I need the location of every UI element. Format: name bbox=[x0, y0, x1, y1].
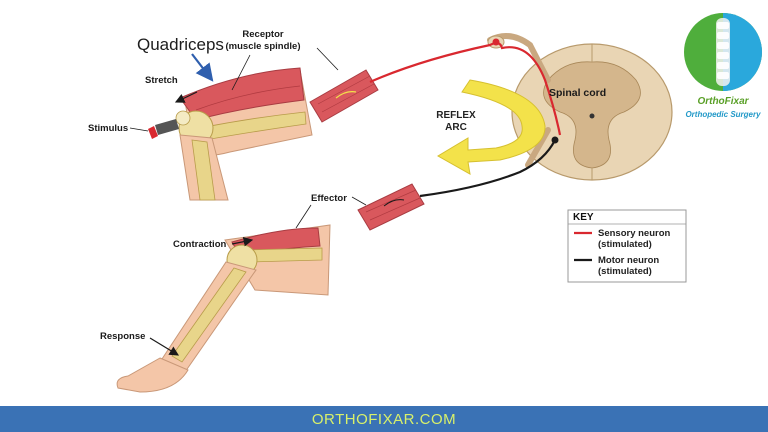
effector-label: Effector bbox=[311, 193, 347, 204]
reflex-arc-arrow bbox=[437, 79, 546, 175]
quadriceps-pointer-arrow bbox=[191, 53, 214, 82]
quadriceps-muscle bbox=[179, 67, 305, 121]
spinal-cord-label: Spinal cord bbox=[549, 87, 606, 99]
footer-website-link[interactable]: ORTHOFIXAR.COM bbox=[311, 410, 457, 428]
logo-name: OrthoFixar bbox=[697, 96, 749, 107]
reflex-arc-label: REFLEX bbox=[436, 110, 476, 121]
stretch-label: Stretch bbox=[145, 75, 178, 86]
receptor-spindle-inset bbox=[309, 69, 379, 123]
effector-spindle-inset bbox=[357, 183, 425, 231]
lower-leg-illustration bbox=[116, 224, 331, 393]
receptor-label: Receptor bbox=[242, 29, 283, 40]
legend-key: KEY Sensory neuron (stimulated) Motor ne… bbox=[567, 209, 687, 283]
sensory-neuron-key-label: Sensory neuron bbox=[598, 228, 671, 239]
response-label: Response bbox=[100, 331, 145, 342]
motor-neuron-key-label: Motor neuron bbox=[598, 255, 659, 266]
contraction-label: Contraction bbox=[173, 239, 227, 250]
reflex-hammer bbox=[155, 119, 179, 135]
upper-leg-illustration bbox=[148, 67, 313, 201]
orthofixar-logo: OrthoFixar Orthopedic Surgery bbox=[684, 13, 762, 119]
motor-neuron-path bbox=[419, 139, 556, 198]
sensory-neuron-path bbox=[369, 41, 562, 136]
quadriceps-label: Quadriceps bbox=[137, 35, 224, 54]
stimulus-label: Stimulus bbox=[88, 123, 128, 134]
receptor-sublabel: (muscle spindle) bbox=[226, 41, 301, 52]
footer-bar: ORTHOFIXAR.COM bbox=[0, 406, 768, 432]
reflex-arc-diagram: Quadriceps Receptor (muscle spindle) Str… bbox=[88, 13, 762, 393]
key-title: KEY bbox=[573, 212, 594, 223]
reflex-arc-sublabel: ARC bbox=[445, 122, 467, 133]
motor-neuron-key-sublabel: (stimulated) bbox=[598, 266, 652, 277]
sensory-neuron-key-sublabel: (stimulated) bbox=[598, 239, 652, 250]
logo-subtitle: Orthopedic Surgery bbox=[685, 110, 761, 119]
